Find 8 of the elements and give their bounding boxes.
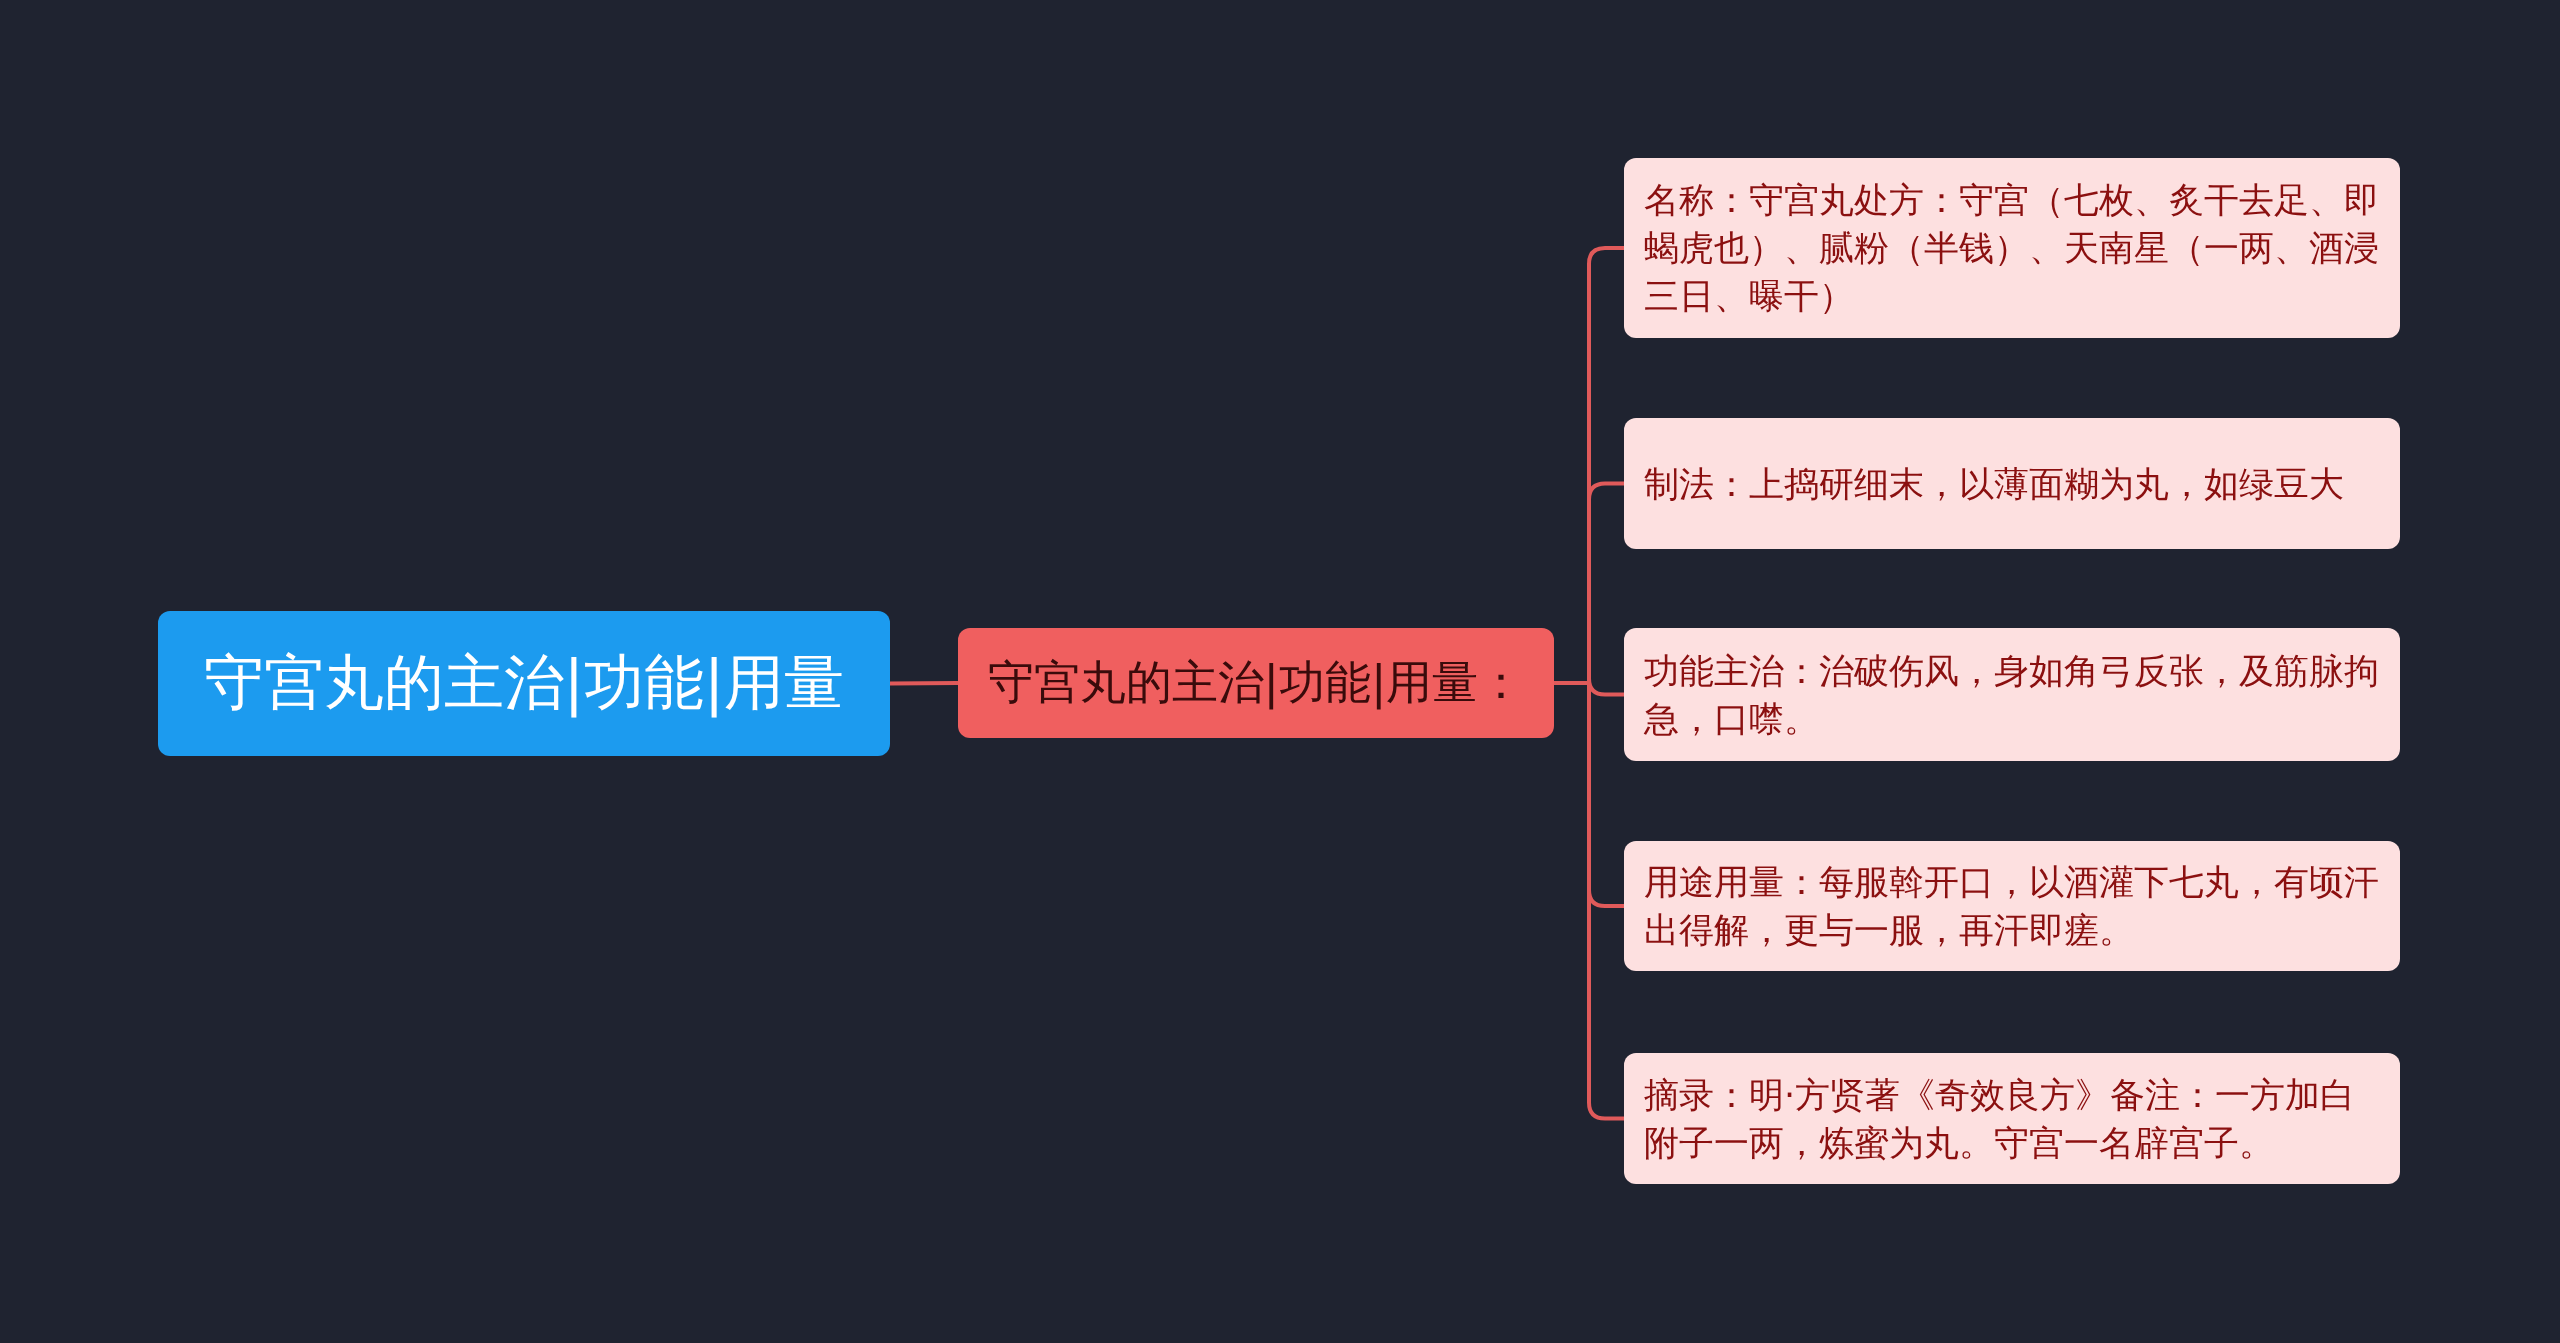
note-box: 功能主治：治破伤风，身如角弓反张，及筋脉拘急，口噤。: [1624, 628, 2400, 761]
connector-line: [890, 681, 958, 686]
topic-box: 守宫丸的主治|功能|用量: [158, 611, 890, 756]
subtopic-box: 守宫丸的主治|功能|用量：: [958, 628, 1554, 738]
note-box: 制法：上捣研细末，以薄面糊为丸，如绿豆大: [1624, 418, 2400, 549]
note-box: 用途用量：每服斡开口，以酒灌下七丸，有顷汗出得解，更与一服，再汗即瘥。: [1624, 841, 2400, 971]
note-box: 名称：守宫丸处方：守宫（七枚、炙干去足、即蝎虎也）、腻粉（半钱）、天南星（一两、酒浸三日、曝干）: [1624, 158, 2400, 338]
note-box: 摘录：明·方贤著《奇效良方》备注：一方加白附子一两，炼蜜为丸。守宫一名辟宫子。: [1624, 1053, 2400, 1184]
